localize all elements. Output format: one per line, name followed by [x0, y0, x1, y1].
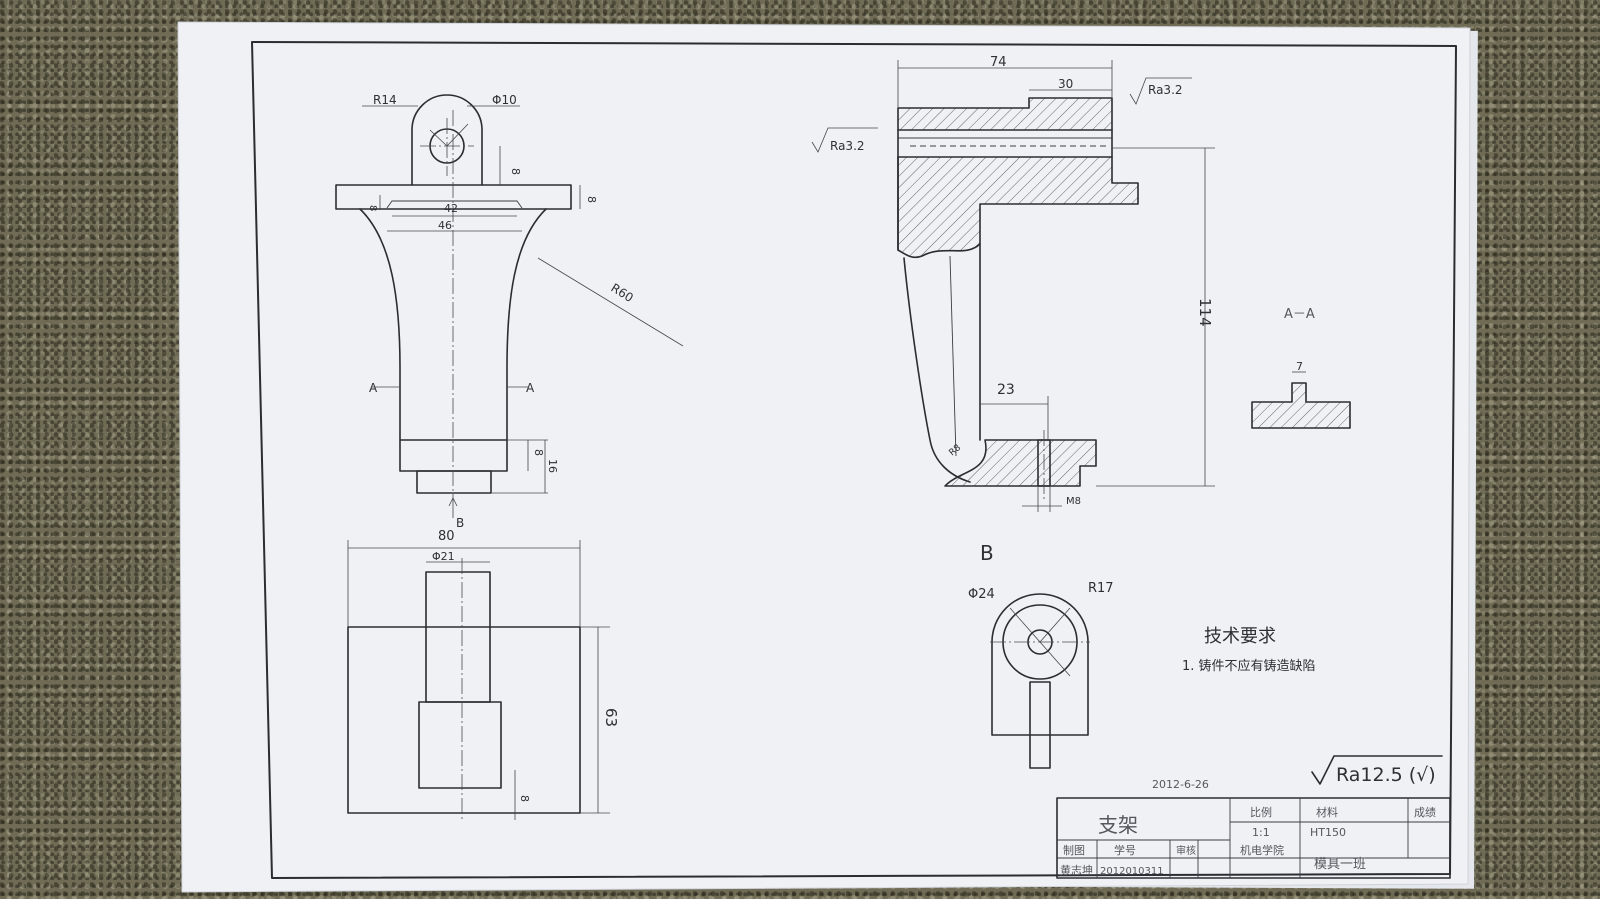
roughness-top: Ra3.2: [1148, 83, 1183, 97]
class-info: 模具一班: [1314, 857, 1366, 872]
dim-114: 114: [1196, 298, 1214, 327]
view-b: B Φ24 R17: [968, 541, 1114, 769]
student-id: 2012010311: [1100, 866, 1164, 877]
front-view: [335, 94, 572, 500]
ratio-label: 比例: [1250, 805, 1272, 819]
dim-8-base: 8: [532, 449, 545, 456]
material-value: HT150: [1310, 826, 1346, 839]
dim-16-base: 16: [546, 459, 559, 473]
dim-7: 7: [1296, 360, 1303, 373]
section-a-right: A: [526, 381, 535, 395]
dim-42: 42: [444, 202, 458, 215]
front-view-dimensions: [362, 105, 684, 518]
dim-m8: M8: [1066, 496, 1081, 507]
bottom-view: [347, 558, 581, 822]
check-label: 审核: [1176, 844, 1196, 857]
general-roughness: Ra12.5 (√): [1311, 755, 1443, 786]
drawing-date: 2012-6-26: [1152, 778, 1209, 791]
dim-phi21: Φ21: [432, 550, 455, 563]
dim-80: 80: [438, 529, 455, 544]
bottom-view-dimensions: 80 Φ21 63 8: [347, 529, 620, 820]
section-aa-label: A－A: [1284, 307, 1315, 322]
grade-label: 成绩: [1414, 806, 1436, 819]
section-aa: A－A 7: [1251, 307, 1351, 429]
dim-63: 63: [602, 708, 620, 727]
paper-sheet: [177, 21, 1471, 893]
dim-46: 46: [438, 219, 452, 232]
student-id-label: 学号: [1114, 843, 1136, 857]
dim-23: 23: [997, 382, 1015, 398]
tech-req-title: 技术要求: [1204, 626, 1276, 647]
dim-r17: R17: [1088, 581, 1114, 596]
section-a-left: A: [369, 381, 378, 395]
dim-8-bottom: 8: [518, 795, 531, 802]
side-view: [897, 97, 1139, 500]
dim-phi10: Φ10: [492, 93, 517, 107]
dim-30: 30: [1058, 77, 1073, 91]
draw-label: 制图: [1063, 844, 1085, 857]
dim-plat-thk: 8: [585, 196, 598, 203]
material-label: 材料: [1316, 805, 1338, 819]
part-name: 支架: [1098, 813, 1138, 837]
view-b-arrow-label: B: [456, 516, 464, 530]
roughness-left: Ra3.2: [830, 139, 865, 153]
school-name: 机电学院: [1240, 843, 1284, 857]
dim-r14: R14: [373, 93, 397, 107]
dim-thk-left: 8: [367, 205, 378, 211]
drawer-name: 黄志坤: [1060, 863, 1093, 877]
title-block: 支架 比例 1:1 材料 HT150 成绩 制图 学号 审核 机电学院 黄志坤 …: [1056, 797, 1451, 879]
ratio-value: 1:1: [1252, 826, 1270, 839]
dim-74: 74: [990, 55, 1007, 70]
tech-req-item-1: 1. 铸件不应有铸造缺陷: [1182, 658, 1316, 674]
roughness-general: Ra12.5 (√): [1336, 764, 1436, 786]
technical-requirements: 技术要求 1. 铸件不应有铸造缺陷: [1182, 626, 1316, 674]
dim-phi24: Φ24: [968, 587, 995, 602]
dim-8-lug: 8: [509, 168, 522, 175]
view-b-label: B: [980, 541, 994, 565]
side-view-dimensions: 74 30 Ra3.2 Ra3.2 114 23 M8 R8: [811, 55, 1215, 512]
